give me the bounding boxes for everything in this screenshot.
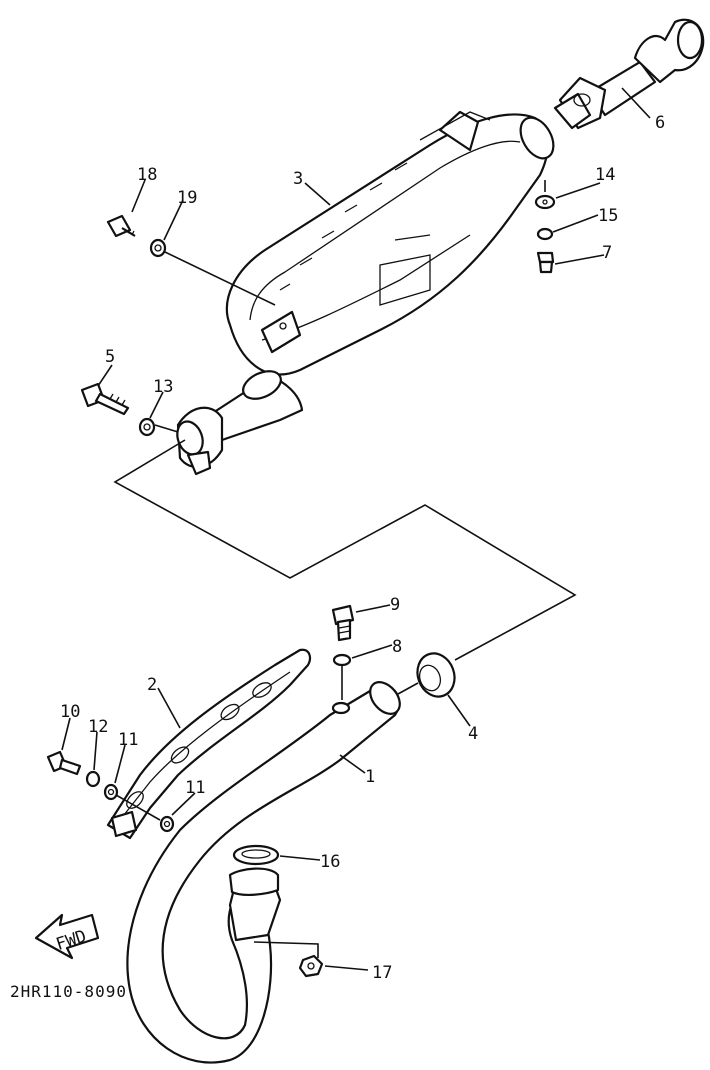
- fwd-arrow-icon: FWD: [34, 913, 100, 960]
- callout-13: 13: [153, 377, 173, 397]
- callout-12: 12: [88, 717, 108, 737]
- callout-16: 16: [320, 852, 340, 872]
- callout-15: 15: [598, 206, 618, 226]
- callout-2: 2: [147, 675, 157, 695]
- callout-numbers: 18 19 3 6 14 15 7 5 13 9 8 4 1 2 10 12 1…: [60, 113, 665, 983]
- callout-18: 18: [137, 165, 157, 185]
- callout-1: 1: [365, 767, 375, 787]
- callout-19: 19: [177, 188, 197, 208]
- callout-8: 8: [392, 637, 402, 657]
- callout-4: 4: [468, 724, 478, 744]
- callout-5: 5: [105, 347, 115, 367]
- fasteners: [46, 194, 556, 978]
- gasket: [416, 652, 456, 698]
- callout-10: 10: [60, 702, 80, 722]
- callout-17: 17: [372, 963, 392, 983]
- callout-6: 6: [655, 113, 665, 133]
- muffler: [176, 110, 555, 476]
- tail-pipe: [553, 18, 705, 130]
- drawing-code: 2HR110-8090: [10, 982, 127, 1001]
- callout-9: 9: [390, 595, 400, 615]
- callout-3: 3: [293, 169, 303, 189]
- callout-14: 14: [595, 165, 615, 185]
- protector: [106, 648, 311, 840]
- exhaust-pipe: [126, 681, 401, 1064]
- leader-lines: [61, 87, 651, 971]
- callout-11: 11: [118, 730, 138, 750]
- callout-11-b: 11: [185, 778, 205, 798]
- callout-7: 7: [602, 243, 612, 263]
